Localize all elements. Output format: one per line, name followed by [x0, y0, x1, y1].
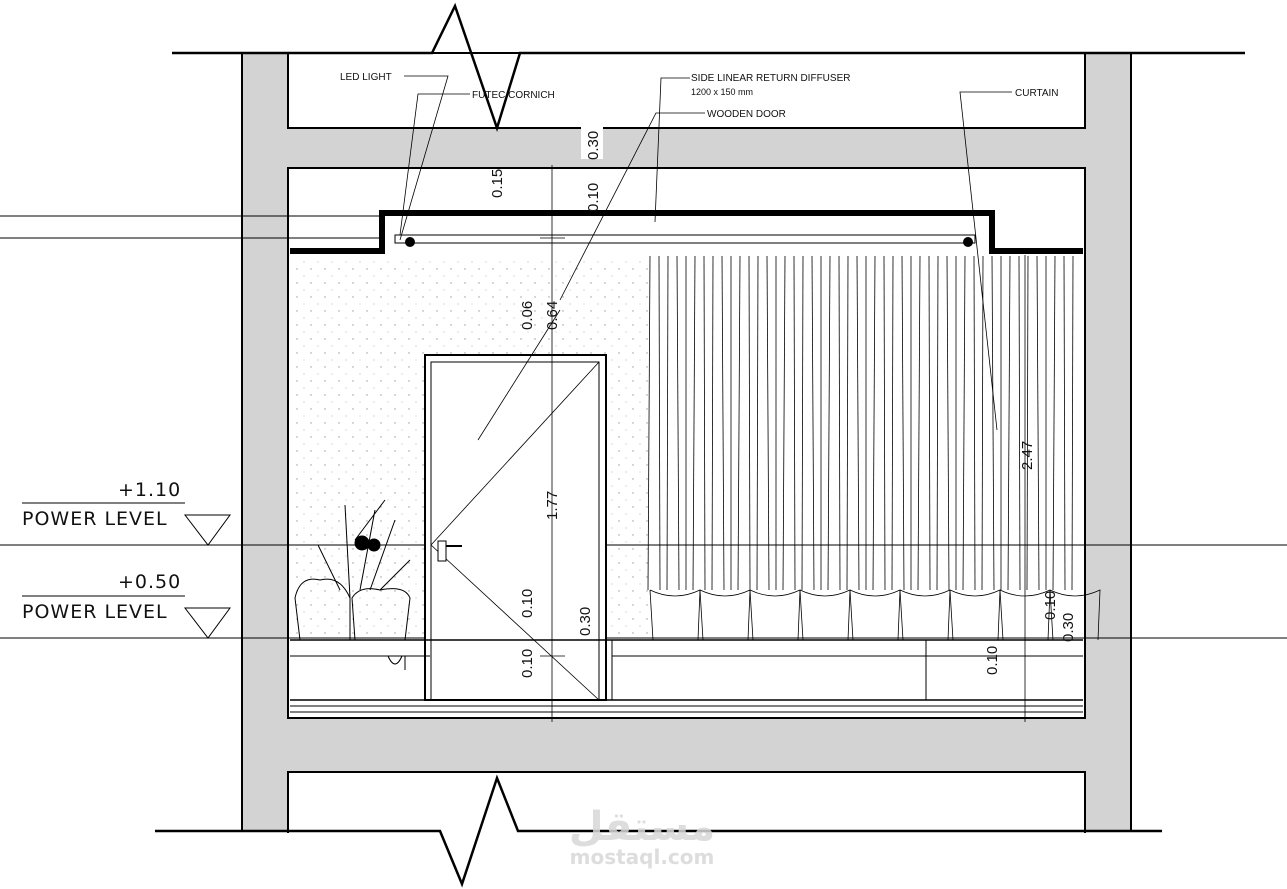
plant [294, 499, 411, 641]
label-diffuser: SIDE LINEAR RETURN DIFFUSER [691, 73, 850, 84]
curtain-fold [946, 255, 950, 591]
dim-cabinet-base-left: 0.10 [519, 649, 536, 678]
curtain-fold [811, 255, 815, 591]
curtain-fold [901, 255, 905, 591]
dim-cabinet-right: 0.30 [1060, 613, 1077, 642]
curtain-fold [1071, 255, 1074, 591]
dim-cabinet-top-right: 0.10 [1042, 591, 1059, 620]
curtain-fold [1007, 255, 1011, 591]
curtain-fold [658, 255, 661, 591]
curtain-fold [973, 255, 976, 591]
curtain-fold [991, 255, 995, 591]
label-led-light: LED LIGHT [340, 72, 392, 83]
curtain-fold [711, 255, 714, 591]
dim-cornice-drop: 0.15 [489, 169, 506, 198]
curtain-fold [936, 255, 939, 591]
curtain-fold [962, 255, 966, 591]
watermark-latin: mostaql.com [570, 845, 715, 869]
curtain-fold [721, 255, 725, 591]
curtain-fold [801, 255, 804, 591]
curtain-fold [737, 255, 741, 591]
dim-cabinet-left: 0.30 [577, 607, 594, 636]
level-label: POWER LEVEL [22, 508, 168, 530]
dim-curtain-height: 2.47 [1019, 441, 1036, 470]
level-value: +1.10 [118, 479, 181, 501]
curtain-fold [846, 255, 849, 591]
break-line-top [172, 2, 1245, 133]
label-wooden-door: WOODEN DOOR [707, 109, 786, 120]
curtain-fold [647, 255, 651, 591]
upper-space [287, 52, 1086, 129]
level-value: +0.50 [118, 571, 181, 593]
dim-door-height: 1.77 [544, 491, 561, 520]
ceiling-cornice [290, 210, 1083, 254]
level-marker-2: +0.50 POWER LEVEL [22, 571, 231, 639]
led-light-right [963, 237, 973, 247]
door-handle [437, 540, 447, 562]
dim-door-top-gap: 0.06 [519, 301, 536, 330]
base-cabinet [290, 639, 1083, 713]
curtain-fold [1036, 255, 1040, 591]
curtain-fold [703, 255, 706, 591]
curtain [647, 255, 1101, 641]
curtain-fold [748, 255, 751, 591]
dim-cornice-gap: 0.10 [585, 183, 602, 212]
curtain-fold [1026, 255, 1029, 591]
curtain-fold [793, 255, 796, 591]
dim-cabinet-top-left: 0.10 [519, 589, 536, 618]
dimension-lines [399, 75, 1038, 722]
curtain-fold [928, 255, 931, 591]
curtain-fold [838, 255, 841, 591]
curtain-fold [766, 255, 770, 591]
curtain-fold [856, 255, 860, 591]
curtain-fold [692, 255, 696, 591]
break-line-bottom [155, 774, 1162, 888]
linear-diffuser [394, 234, 976, 244]
level-marker-1: +1.10 POWER LEVEL [22, 479, 231, 546]
curtain-fold [891, 255, 894, 591]
dim-slab: 0.30 [585, 131, 602, 160]
curtain-pleat [1049, 589, 1101, 641]
dim-cabinet-base-right: 0.10 [984, 646, 1001, 675]
curtain-fold [756, 255, 759, 591]
watermark: مستقل mostaql.com [569, 804, 715, 869]
wooden-door [424, 354, 607, 701]
level-label: POWER LEVEL [22, 601, 168, 623]
curtain-fold [883, 255, 886, 591]
curtain-fold [917, 255, 921, 591]
annotations: LED LIGHT FUTEC CORNICH SIDE LINEAR RETU… [340, 72, 1059, 120]
curtain-fold [827, 255, 831, 591]
dimension-values: 0.30 0.15 0.10 0.06 0.64 1.77 0.10 0.30 … [489, 125, 1077, 678]
label-futec-cornich: FUTEC CORNICH [472, 90, 555, 101]
led-light-left [405, 237, 415, 247]
label-diffuser-size: 1200 x 150 mm [691, 87, 753, 97]
curtain-fold [782, 255, 786, 591]
curtain-fold [676, 255, 680, 591]
curtain-fold [872, 255, 876, 591]
label-curtain: CURTAIN [1015, 88, 1059, 99]
curtain-fold [1018, 255, 1021, 591]
curtain-fold [981, 255, 984, 591]
dim-above-door: 0.64 [544, 301, 561, 330]
curtain-fold [666, 255, 669, 591]
watermark-arabic: مستقل [569, 804, 715, 850]
curtain-fold [1052, 255, 1056, 591]
curtain-fold [1063, 255, 1066, 591]
